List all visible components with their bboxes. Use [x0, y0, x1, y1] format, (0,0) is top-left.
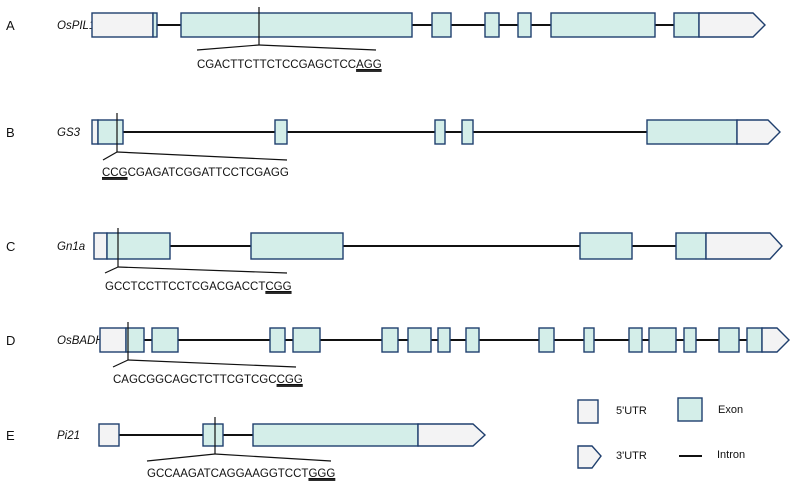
- exon-box: [106, 232, 171, 260]
- exon-box: [648, 327, 677, 353]
- pam-sequence: CGG: [265, 281, 291, 293]
- legend-utr5-label: 5'UTR: [616, 405, 647, 417]
- gene-name: OsPIL15: [57, 20, 102, 32]
- guide-sequence: CAGCGGCAGCTCTTCGTCGCCGG: [113, 374, 303, 386]
- exon-box: [269, 327, 286, 353]
- panel-letter: B: [6, 125, 15, 140]
- exon-box: [202, 423, 224, 447]
- utr5-box: [99, 327, 127, 353]
- exon-box: [461, 119, 474, 145]
- gene-name: Gn1a: [57, 241, 85, 253]
- protospacer-sequence: GCCAAGATCAGGAAGGTCCT: [147, 468, 308, 480]
- exon-box: [465, 327, 480, 353]
- fan-line-right: [258, 44, 377, 51]
- exon-box: [675, 232, 707, 260]
- exon-box: [517, 12, 532, 38]
- panel-letter: C: [6, 239, 15, 254]
- exon-box: [407, 327, 432, 353]
- exon-box: [583, 327, 595, 353]
- utr3-arrow: [736, 119, 781, 145]
- exon-box: [151, 327, 179, 353]
- panel-letter: A: [6, 18, 15, 33]
- utr3-arrow: [417, 423, 487, 447]
- legend-exon-swatch: [677, 397, 703, 422]
- exon-box: [252, 423, 419, 447]
- panel-letter: D: [6, 333, 15, 348]
- fan-line-left: [146, 453, 216, 462]
- fan-line-right: [116, 151, 288, 161]
- protospacer-sequence: CGAGATCGGATTCCTCGAGG: [128, 167, 289, 179]
- exon-box: [125, 327, 145, 353]
- gene-name: OsBADH2: [57, 335, 111, 347]
- guide-sequence: GCCAAGATCAGGAAGGTCCTGGG: [147, 468, 335, 480]
- exon-box: [683, 327, 697, 353]
- pam-sequence: AGG: [356, 59, 382, 71]
- exon-box: [579, 232, 633, 260]
- guide-sequence: GCCTCCTTCCTCGACGACCTCGG: [105, 281, 292, 293]
- gene-name: GS3: [57, 127, 81, 139]
- exon-box: [274, 119, 288, 145]
- exon-box: [292, 327, 321, 353]
- legend: 5'UTR Exon 3'UTR Intron: [577, 397, 745, 469]
- legend-exon-label: Exon: [718, 404, 743, 416]
- exon-box: [718, 327, 740, 353]
- exon-box: [381, 327, 399, 353]
- fan-line-left: [112, 359, 129, 368]
- guide-sequence: CGACTTCTTCTCCGAGCTCCAGG: [197, 59, 382, 71]
- protospacer-sequence: GCCTCCTTCCTCGACGACCT: [105, 281, 265, 293]
- exon-box: [250, 232, 344, 260]
- utr3-arrow: [698, 12, 766, 38]
- utr3-arrow: [705, 232, 783, 260]
- exon-box: [152, 12, 158, 38]
- legend-utr3-swatch: [577, 445, 602, 469]
- protospacer-sequence: CAGCGGCAGCTCTTCGTCGC: [113, 374, 277, 386]
- pam-sequence: CGG: [277, 374, 303, 386]
- utr5-box: [98, 423, 120, 447]
- exon-box: [550, 12, 656, 38]
- exon-box: [538, 327, 555, 353]
- legend-intron-label: Intron: [717, 449, 745, 461]
- legend-utr3-label: 3'UTR: [616, 450, 647, 462]
- fan-line-left: [104, 266, 119, 274]
- guide-sequence: CCGCGAGATCGGATTCCTCGAGG: [102, 167, 289, 179]
- utr5-box: [91, 12, 154, 38]
- protospacer-sequence: CGACTTCTTCTCCGAGCTCC: [197, 59, 356, 71]
- gene-name: Pi21: [57, 430, 80, 442]
- panel-letter: E: [6, 428, 15, 443]
- fan-line-left: [196, 44, 260, 51]
- exon-box: [646, 119, 738, 145]
- utr5-box: [93, 232, 108, 260]
- fan-line-right: [127, 359, 297, 368]
- utr3-arrow: [761, 327, 790, 353]
- exon-box: [431, 12, 452, 38]
- fan-line-right: [214, 453, 332, 462]
- fan-line-left: [102, 151, 118, 161]
- utr5-box: [91, 119, 99, 145]
- legend-utr5-swatch: [577, 399, 599, 424]
- exon-box: [97, 119, 124, 145]
- exon-box: [746, 327, 763, 353]
- fan-line-right: [117, 266, 288, 274]
- exon-box: [180, 12, 413, 38]
- exon-box: [673, 12, 700, 38]
- exon-box: [437, 327, 451, 353]
- exon-box: [434, 119, 446, 145]
- pam-sequence: CCG: [102, 167, 128, 179]
- pam-sequence: GGG: [308, 468, 335, 480]
- exon-box: [628, 327, 643, 353]
- exon-box: [484, 12, 500, 38]
